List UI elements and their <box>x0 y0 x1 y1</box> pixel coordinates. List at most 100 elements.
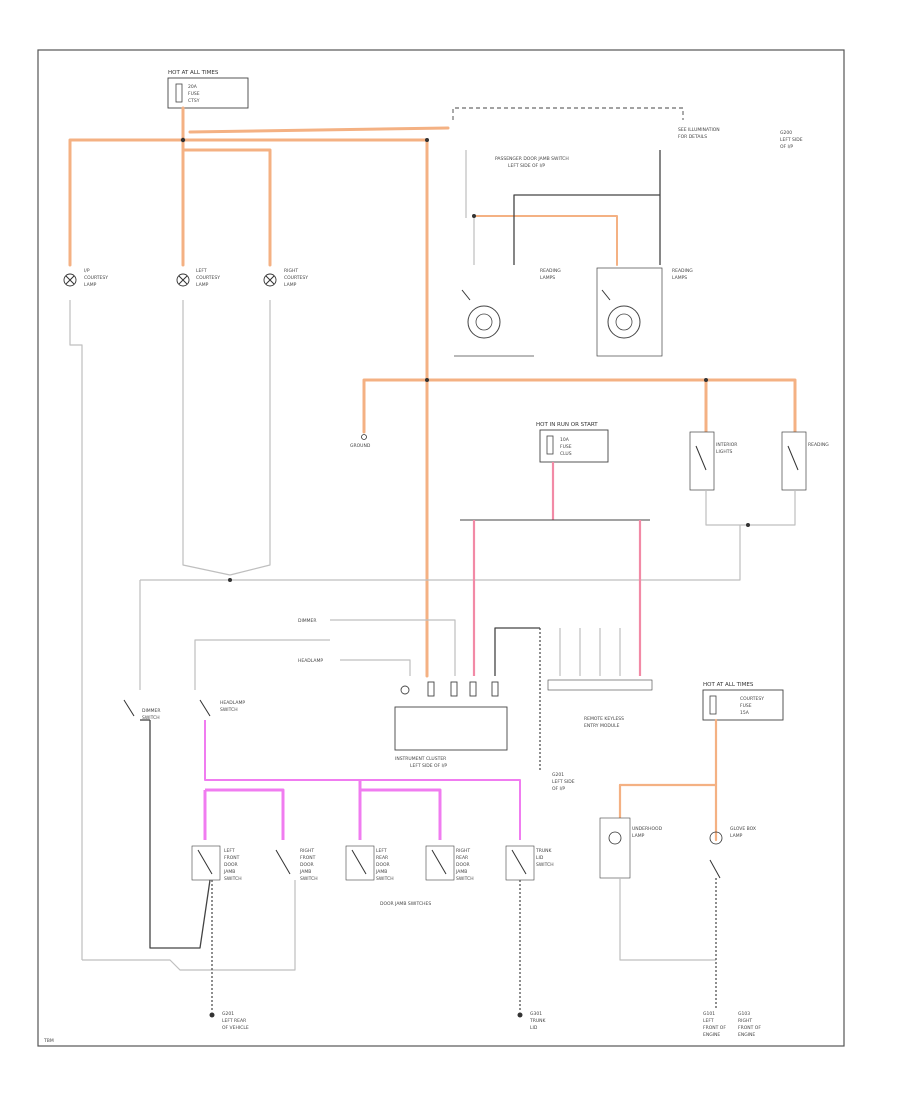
svg-text:CTSY: CTSY <box>188 98 200 104</box>
svg-text:INSTRUMENT CLUSTER: INSTRUMENT CLUSTER <box>395 756 446 762</box>
svg-text:COURTESY: COURTESY <box>284 275 308 281</box>
rear-courtesy-lamp: RIGHT COURTESY LAMP <box>263 268 308 288</box>
svg-text:FUSE: FUSE <box>560 444 572 450</box>
lf-door-jamb-switch: LEFT FRONT DOOR JAMB SWITCH <box>191 845 242 882</box>
svg-text:GROUND: GROUND <box>350 443 371 449</box>
svg-text:LAMPS: LAMPS <box>672 275 687 281</box>
passenger-door-jamb-switch: PASSENGER DOOR JAMB SWITCH LEFT SIDE OF … <box>452 107 803 169</box>
diagram-code: TBM <box>43 1038 54 1044</box>
trunk-lid-switch: TRUNK LID SWITCH <box>505 845 554 881</box>
svg-text:FRONT OF: FRONT OF <box>703 1025 726 1031</box>
svg-text:DOOR: DOOR <box>224 862 238 868</box>
rf-door-jamb-switch: RIGHT FRONT DOOR JAMB SWITCH <box>275 848 318 882</box>
svg-text:LEFT REAR: LEFT REAR <box>222 1018 246 1024</box>
lr-door-jamb-switch: LEFT REAR DOOR JAMB SWITCH <box>345 845 394 882</box>
fuse-ctsy: HOT AT ALL TIMES 20A FUSE CTSY <box>167 70 249 109</box>
dome-lights: READING <box>781 431 829 491</box>
svg-text:G200: G200 <box>780 130 792 136</box>
ground-left: G201 LEFT REAR OF VEHICLE <box>209 1011 249 1031</box>
svg-text:LIGHTS: LIGHTS <box>716 449 732 455</box>
svg-text:LAMP: LAMP <box>84 282 97 288</box>
svg-text:TRUNK: TRUNK <box>535 848 553 854</box>
svg-text:10A: 10A <box>560 437 570 443</box>
svg-text:REAR: REAR <box>376 855 388 861</box>
ground-right: G101 LEFT FRONT OF ENGINE G103 RIGHT FRO… <box>703 1011 761 1038</box>
ground-lamp-left: GROUND <box>350 434 371 449</box>
svg-text:OF I/P: OF I/P <box>780 144 793 150</box>
svg-text:TRUNK: TRUNK <box>529 1018 547 1024</box>
svg-text:DOOR: DOOR <box>376 862 390 868</box>
svg-text:REMOTE KEYLESS: REMOTE KEYLESS <box>584 716 624 722</box>
fuse-courtesy-right: HOT AT ALL TIMES COURTESY FUSE 15A <box>702 682 784 721</box>
svg-text:I/P: I/P <box>84 268 90 274</box>
svg-text:OF I/P: OF I/P <box>552 786 565 792</box>
svg-text:LID: LID <box>530 1025 538 1031</box>
svg-text:COURTESY: COURTESY <box>740 696 764 702</box>
svg-text:ENGINE: ENGINE <box>703 1032 720 1038</box>
svg-text:JAMB: JAMB <box>375 869 387 875</box>
svg-text:LEFT SIDE: LEFT SIDE <box>552 779 575 785</box>
svg-text:LEFT: LEFT <box>376 848 387 854</box>
svg-text:RIGHT: RIGHT <box>300 848 314 854</box>
svg-text:SWITCH: SWITCH <box>300 876 318 882</box>
right-courtesy-lamp: LEFT COURTESY LAMP <box>176 268 220 288</box>
svg-text:PASSENGER DOOR JAMB SWITCH: PASSENGER DOOR JAMB SWITCH <box>495 156 569 162</box>
svg-text:HEADLAMP: HEADLAMP <box>220 700 245 706</box>
svg-text:CLUS: CLUS <box>560 451 572 457</box>
glove-box-lamp: GLOVE BOX LAMP <box>709 826 756 879</box>
svg-text:DIMMER: DIMMER <box>142 708 161 714</box>
svg-text:LEFT SIDE OF I/P: LEFT SIDE OF I/P <box>508 163 545 169</box>
svg-text:READING: READING <box>808 442 829 448</box>
svg-text:G101: G101 <box>703 1011 715 1017</box>
svg-text:JAMB: JAMB <box>223 869 235 875</box>
svg-text:GLOVE BOX: GLOVE BOX <box>730 826 756 832</box>
svg-text:LAMP: LAMP <box>196 282 209 288</box>
rr-door-jamb-switch: RIGHT REAR DOOR JAMB SWITCH <box>425 845 474 882</box>
wire-orange-bus <box>68 106 185 267</box>
left-courtesy-lamp: I/P COURTESY LAMP <box>63 268 108 288</box>
svg-text:REAR: REAR <box>456 855 468 861</box>
svg-text:JAMB: JAMB <box>299 869 311 875</box>
svg-text:SWITCH: SWITCH <box>224 876 242 882</box>
svg-text:LEFT SIDE: LEFT SIDE <box>780 137 803 143</box>
svg-text:FUSE: FUSE <box>188 91 200 97</box>
ground-mid: G301 TRUNK LID <box>517 1011 547 1031</box>
reading-lamp-right: READING LAMPS <box>596 267 693 357</box>
svg-text:ENTRY MODULE: ENTRY MODULE <box>584 723 620 729</box>
remote-keyless-entry-module: REMOTE KEYLESS ENTRY MODULE G201 LEFT SI… <box>539 628 653 792</box>
svg-text:COURTESY: COURTESY <box>196 275 220 281</box>
svg-text:15A: 15A <box>740 710 750 716</box>
svg-text:DIMMER: DIMMER <box>298 618 317 624</box>
svg-text:20A: 20A <box>188 84 198 90</box>
svg-text:LAMPS: LAMPS <box>540 275 555 281</box>
svg-text:LEFT: LEFT <box>196 268 207 274</box>
reading-lamp-left: READING LAMPS <box>454 268 561 357</box>
svg-text:FUSE: FUSE <box>740 703 752 709</box>
door-jamb-switches: DOOR JAMB SWITCHES <box>380 901 431 907</box>
svg-text:LAMP: LAMP <box>730 833 743 839</box>
svg-text:SWITCH: SWITCH <box>456 876 474 882</box>
svg-text:SWITCH: SWITCH <box>536 862 554 868</box>
svg-text:HEADLAMP: HEADLAMP <box>298 658 323 664</box>
svg-text:SEE ILLUMINATION: SEE ILLUMINATION <box>678 127 720 133</box>
svg-text:RIGHT: RIGHT <box>738 1018 752 1024</box>
svg-text:SWITCH: SWITCH <box>142 715 160 721</box>
instrument-cluster: INSTRUMENT CLUSTER LEFT SIDE OF I/P <box>394 706 508 769</box>
svg-text:RIGHT: RIGHT <box>284 268 298 274</box>
svg-text:COURTESY: COURTESY <box>84 275 108 281</box>
svg-text:FOR DETAILS: FOR DETAILS <box>678 134 707 140</box>
cluster-connectors <box>400 681 499 697</box>
svg-text:LID: LID <box>536 855 544 861</box>
underhood-lamp: UNDERHOOD LAMP <box>599 817 663 879</box>
svg-text:SWITCH: SWITCH <box>376 876 394 882</box>
diagram-frame <box>37 49 845 1047</box>
svg-text:UNDERHOOD: UNDERHOOD <box>632 826 663 832</box>
svg-text:SWITCH: SWITCH <box>220 707 238 713</box>
svg-text:RIGHT: RIGHT <box>456 848 470 854</box>
svg-text:FRONT: FRONT <box>224 855 240 861</box>
svg-text:FRONT: FRONT <box>300 855 316 861</box>
svg-text:LAMP: LAMP <box>632 833 645 839</box>
svg-text:READING: READING <box>540 268 561 274</box>
interior-lights: INTERIOR LIGHTS <box>689 431 737 491</box>
